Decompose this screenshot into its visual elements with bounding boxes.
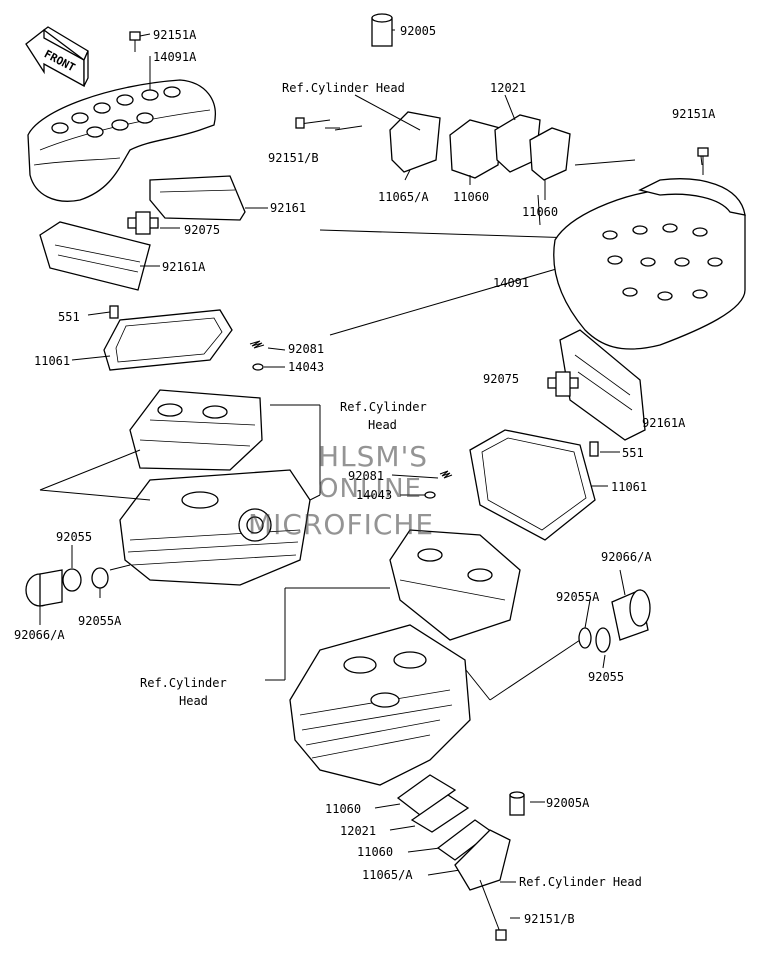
callout-ref-cylinder-mid-2: Head — [368, 418, 397, 432]
callout-92055a-right: 92055A — [556, 590, 600, 604]
callout-92066a-left: 92066/A — [14, 628, 65, 642]
watermark-line-2: ONLINE — [318, 474, 422, 504]
damper-92075-right — [547, 371, 579, 397]
spring-92081-right — [439, 470, 453, 479]
pin-551-left — [109, 305, 119, 319]
rear-cam-holder — [129, 389, 263, 471]
callout-92055-left: 92055 — [56, 530, 93, 544]
bolt-92151a-right — [697, 147, 709, 175]
callout-92161a-left: 92161A — [162, 260, 206, 274]
callout-11060-top-a: 11060 — [453, 190, 490, 204]
callout-551-left: 551 — [58, 310, 80, 324]
callout-92055a-left: 92055A — [78, 614, 122, 628]
watermark-line-1: HLSM'S — [318, 440, 429, 473]
callout-12021-top: 12021 — [490, 81, 527, 95]
callout-11065a-top: 11065/A — [378, 190, 429, 204]
watermark-line-3: MICROFICHE — [248, 508, 435, 541]
gasket-11061-left — [103, 309, 233, 371]
callout-ref-cylinder-low-1: Ref.Cylinder — [140, 676, 227, 690]
damper-92075-left — [127, 211, 159, 235]
gasket-11060-top-a — [449, 119, 501, 179]
callout-92151b-top: 92151/B — [268, 151, 319, 165]
front-head-cover — [553, 178, 746, 350]
callout-92075-right: 92075 — [483, 372, 520, 386]
fitting-92066a-right — [611, 589, 651, 641]
callout-11060-bottom-a: 11060 — [325, 802, 362, 816]
callout-92055-right: 92055 — [588, 670, 625, 684]
callout-11065a-bottom: 11065/A — [362, 868, 413, 882]
callout-92066a-right: 92066/A — [601, 550, 652, 564]
rear-head-cover — [27, 79, 216, 202]
callout-ref-cylinder-low-2: Head — [179, 694, 208, 708]
callout-14091: 14091 — [493, 276, 530, 290]
gasket-12021-bottom — [410, 794, 470, 833]
cap-92005a — [509, 791, 525, 816]
bracket-92161a-left — [39, 221, 151, 291]
gasket-11060-top-b — [529, 127, 571, 181]
rear-cylinder-head — [119, 469, 311, 586]
cap-92005-top — [371, 13, 393, 47]
bolt-92151a-top — [129, 31, 141, 52]
callout-14043-right: 14043 — [356, 488, 393, 502]
callout-14091a: 14091A — [153, 50, 197, 64]
spring-92081-left — [249, 340, 265, 349]
o-ring-92055-left — [62, 568, 82, 592]
gasket-11061-right — [469, 429, 596, 541]
pipe-stub-top — [334, 125, 363, 131]
front-cam-holder — [389, 529, 521, 641]
callout-11060-bottom-b: 11060 — [357, 845, 394, 859]
callout-92075-left: 92075 — [184, 223, 221, 237]
callout-92151a-top: 92151A — [153, 28, 197, 42]
callout-11061-right: 11061 — [611, 480, 648, 494]
callout-92151b-bottom: 92151/B — [524, 912, 575, 926]
front-cylinder-head — [289, 624, 471, 786]
o-ring-92055-right — [595, 627, 611, 653]
reed-housing-11065a-top — [389, 111, 441, 173]
callout-11061-left: 11061 — [34, 354, 71, 368]
callout-14043-left: 14043 — [288, 360, 325, 374]
callout-ref-cylinder-mid-1: Ref.Cylinder — [340, 400, 427, 414]
washer-14043-right — [424, 491, 436, 499]
bolt-92151b-bottom — [479, 879, 507, 941]
callout-92081-left: 92081 — [288, 342, 325, 356]
callout-92161a-right: 92161A — [642, 416, 686, 430]
callout-11060-top-b: 11060 — [522, 205, 559, 219]
o-ring-92055a-left — [91, 567, 109, 589]
callout-92151a-right: 92151A — [672, 107, 716, 121]
bracket-92161 — [149, 175, 246, 221]
callout-12021-bottom: 12021 — [340, 824, 377, 838]
callout-92081-right: 92081 — [348, 469, 385, 483]
reed-housing-11065a-bottom — [454, 829, 511, 891]
washer-14043-left — [252, 363, 264, 371]
pin-551-right — [589, 441, 599, 457]
fitting-92066a-left — [25, 569, 63, 607]
callout-92005: 92005 — [400, 24, 437, 38]
gasket-11060-bottom-a — [396, 774, 457, 816]
callout-ref-cylinder-head-bottom: Ref.Cylinder Head — [519, 875, 642, 889]
callout-92161: 92161 — [270, 201, 307, 215]
leader-lines — [39, 29, 703, 919]
bolt-92151b-top — [295, 117, 331, 129]
o-ring-92055a-right — [578, 627, 592, 649]
front-arrow-icon — [25, 26, 89, 88]
callout-ref-cylinder-head-top: Ref.Cylinder Head — [282, 81, 405, 95]
callout-92005a: 92005A — [546, 796, 590, 810]
bracket-92161a-right — [559, 329, 646, 441]
callout-551-right: 551 — [622, 446, 644, 460]
